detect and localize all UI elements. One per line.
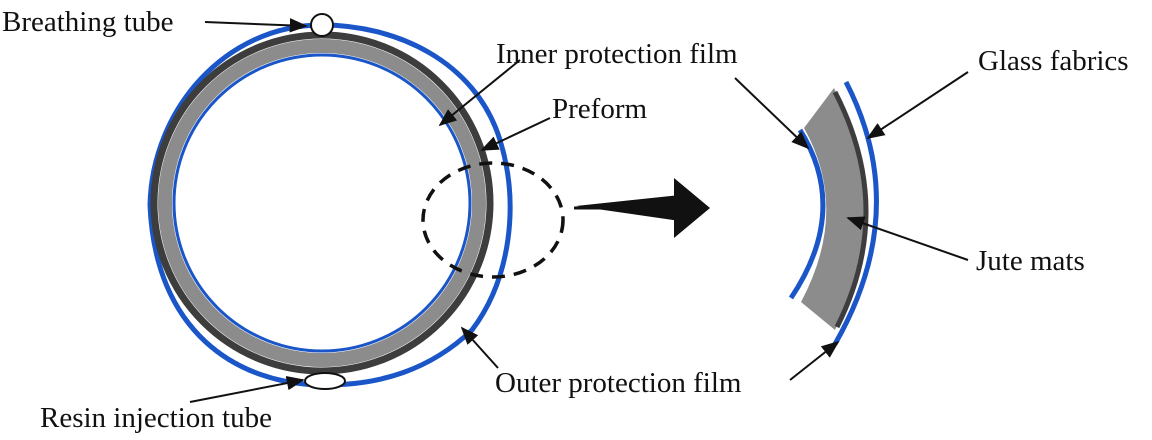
jute-mats-segment	[801, 88, 865, 330]
inner-protection-film-layer	[788, 128, 826, 300]
label-resin-injection-tube: Resin injection tube	[40, 402, 272, 434]
jute-mats-arrow	[846, 216, 969, 261]
glass-fabrics-layer	[832, 90, 869, 329]
breathing-tube-arrow	[204, 18, 308, 33]
zoom-arrow	[574, 178, 710, 238]
inner-protection-film-arrow	[438, 59, 521, 127]
inner-protection-film-ring	[172, 53, 472, 353]
resin-injection-tube	[304, 372, 346, 390]
glass-fabric-ring	[150, 31, 494, 375]
preform-zoom-circle	[421, 161, 565, 279]
glass-fabrics-arrow	[866, 71, 969, 139]
outer-film-detail-arrow	[789, 340, 840, 381]
inner-film-detail-arrow	[734, 77, 810, 150]
outer-protection-film-arrow	[460, 326, 499, 369]
resin-injection-tube-arrow	[189, 376, 305, 403]
leader-arrows	[189, 18, 969, 403]
outer-protection-film-layer	[832, 80, 879, 346]
ring-cross-section	[147, 13, 513, 390]
label-glass-fabrics: Glass fabrics	[978, 45, 1129, 77]
label-outer-protection-film: Outer protection film	[495, 367, 742, 399]
label-inner-protection-film: Inner protection film	[496, 38, 738, 70]
breathing-tube	[310, 13, 334, 37]
magnified-section	[788, 80, 879, 346]
jute-mat-ring	[158, 39, 486, 367]
label-preform: Preform	[552, 93, 647, 125]
label-jute-mats: Jute mats	[976, 245, 1085, 277]
preform-arrow	[480, 117, 551, 151]
label-breathing-tube: Breathing tube	[2, 6, 174, 38]
